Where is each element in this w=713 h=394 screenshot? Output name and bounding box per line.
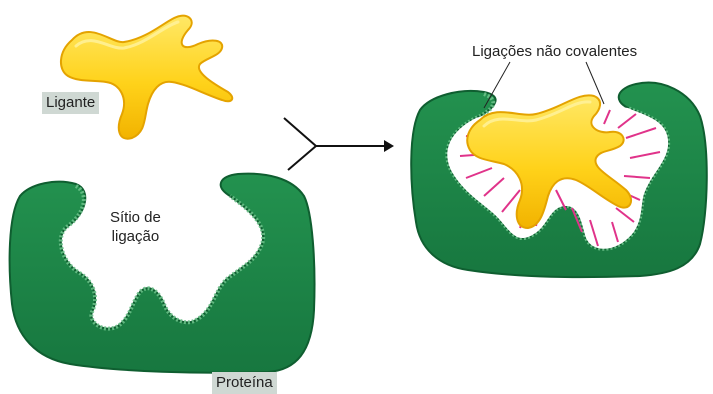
merge-arrow-icon (284, 118, 394, 170)
noncovalent-bonds-label: Ligações não covalentes (472, 42, 637, 61)
binding-site-label: Sítio de ligação (110, 208, 161, 246)
protein-label: Proteína (212, 372, 277, 394)
ligand-label: Ligante (42, 92, 99, 114)
binding-site-label-line2: ligação (110, 227, 161, 246)
free-ligand-shape (61, 16, 232, 139)
binding-site-label-line1: Sítio de (110, 208, 161, 227)
free-protein-shape (10, 174, 315, 373)
